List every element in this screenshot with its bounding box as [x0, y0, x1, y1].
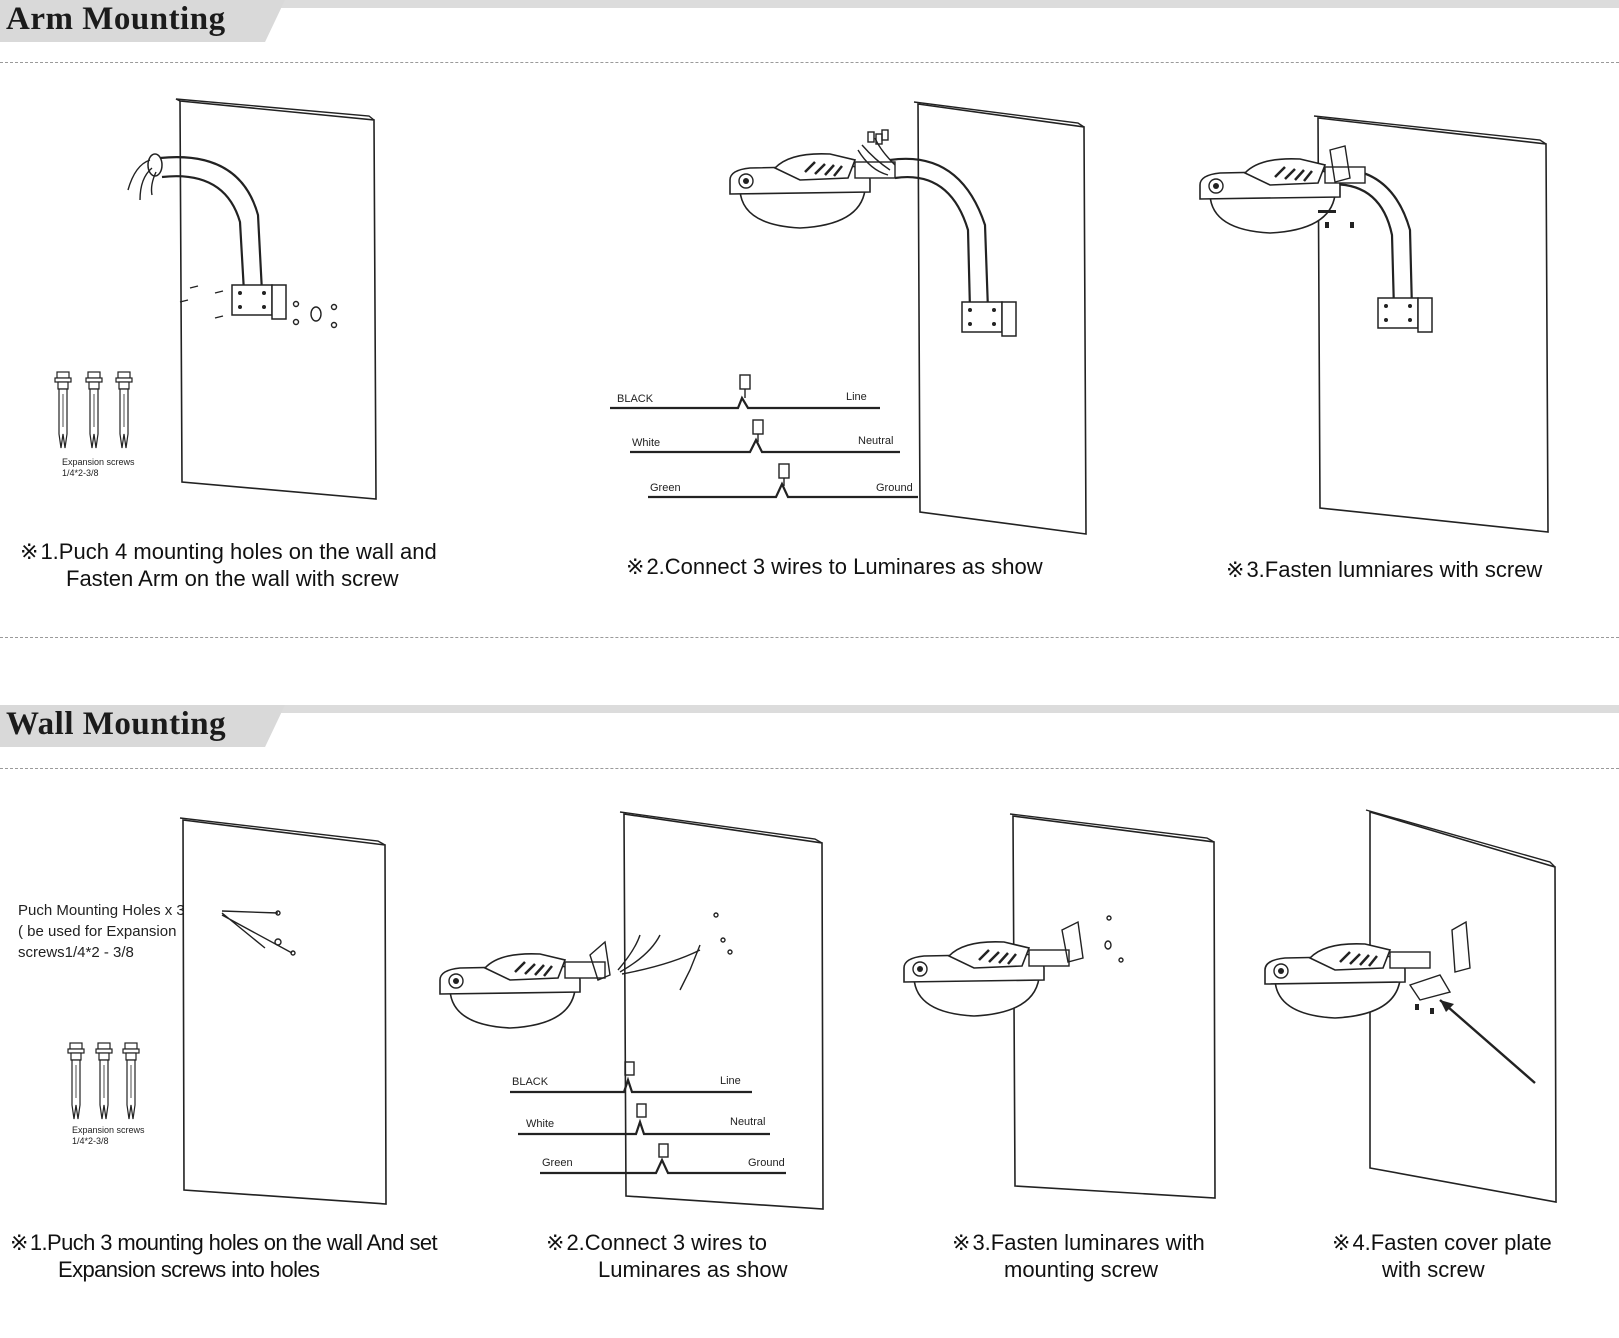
wall-step3-caption: ※3.Fasten luminares with mounting screw	[952, 1229, 1205, 1283]
arm-step1-caption: ※1.Puch 4 mounting holes on the wall and…	[20, 538, 437, 592]
wall-note-line1: Puch Mounting Holes x 3	[18, 902, 185, 919]
wall-step4-line1: 4.Fasten cover plate	[1352, 1230, 1552, 1255]
arm-step2-figure: BLACK Line White Neutral Green Ground	[610, 101, 1087, 535]
wire-black-label-2: BLACK	[512, 1076, 549, 1088]
arm-section-bar	[0, 0, 1619, 8]
arm-section-title-text: Arm Mounting	[6, 1, 226, 37]
wall-step2-caption: ※2.Connect 3 wires to Luminares as show	[546, 1229, 788, 1283]
arm-step3-line1: 3.Fasten lumniares with screw	[1246, 557, 1543, 582]
expansion-label-2: Expansion screws	[72, 1125, 145, 1135]
arm-step2-caption: ※2.Connect 3 wires to Luminares as show	[626, 553, 1043, 580]
wall-section-title: Wall Mounting	[0, 705, 285, 747]
wire-black-label-1: BLACK	[617, 393, 654, 405]
expansion-label-1: Expansion screws	[62, 457, 135, 467]
wire-green-label-2: Green	[542, 1157, 573, 1169]
wall-step1-figure: Puch Mounting Holes x 3 ( be used for Ex…	[18, 817, 387, 1205]
step-mark: ※	[626, 554, 645, 579]
wire-line-label-1: Line	[846, 391, 867, 403]
wire-white-label-2: White	[526, 1118, 554, 1130]
step-mark: ※	[10, 1230, 28, 1255]
wall-step4-line2: with screw	[1382, 1257, 1485, 1282]
wall-note-line2: ( be used for Expansion	[18, 923, 176, 940]
wall-step2-line1: 2.Connect 3 wires to	[566, 1230, 767, 1255]
wall-step4-figure	[1263, 809, 1557, 1203]
arm-top-divider	[0, 62, 1619, 63]
step-mark: ※	[20, 539, 39, 564]
wall-section-title-text: Wall Mounting	[6, 706, 227, 742]
step-mark: ※	[1226, 557, 1245, 582]
wall-step1-line1: 1.Puch 3 mounting holes on the wall And …	[29, 1230, 438, 1255]
wire-neutral-label-1: Neutral	[858, 435, 893, 447]
arm-step1-figure: Expansion screws 1/4*2-3/8	[54, 98, 377, 500]
wall-step1-caption: ※1.Puch 3 mounting holes on the wall And…	[10, 1229, 438, 1283]
wall-step4-caption: ※4.Fasten cover plate with screw	[1332, 1229, 1552, 1283]
wall-step2-line2: Luminares as show	[598, 1257, 788, 1282]
wall-step1-line2: Expansion screws into holes	[58, 1257, 320, 1282]
wire-ground-label-1: Ground	[876, 482, 913, 494]
wire-green-label-1: Green	[650, 482, 681, 494]
arm-step1-line1: 1.Puch 4 mounting holes on the wall and	[40, 539, 437, 564]
expansion-size-1: 1/4*2-3/8	[62, 468, 99, 478]
wall-step3-line1: 3.Fasten luminares with	[972, 1230, 1205, 1255]
wall-step3-line2: mounting screw	[1004, 1257, 1159, 1282]
step-mark: ※	[1332, 1230, 1351, 1255]
arm-section-title: Arm Mounting	[0, 0, 285, 42]
wire-line-label-2: Line	[720, 1075, 741, 1087]
arm-step3-figure	[1198, 115, 1549, 533]
wall-step2-figure: BLACK Line White Neutral Green Ground	[438, 811, 824, 1210]
arm-step3-caption: ※3.Fasten lumniares with screw	[1226, 556, 1542, 583]
wall-top-divider	[0, 768, 1619, 769]
wire-white-label-1: White	[632, 437, 660, 449]
expansion-size-2: 1/4*2-3/8	[72, 1136, 109, 1146]
arm-bottom-divider	[0, 637, 1619, 638]
wall-note-line3: screws1/4*2 - 3/8	[18, 944, 134, 961]
step-mark: ※	[546, 1230, 565, 1255]
wall-step3-figure	[902, 813, 1216, 1199]
arm-step2-line1: 2.Connect 3 wires to Luminares as show	[646, 554, 1043, 579]
step-mark: ※	[952, 1230, 971, 1255]
wire-ground-label-2: Ground	[748, 1157, 785, 1169]
wire-neutral-label-2: Neutral	[730, 1116, 765, 1128]
arm-step1-line2: Fasten Arm on the wall with screw	[66, 566, 399, 591]
wall-section-bar	[0, 705, 1619, 713]
